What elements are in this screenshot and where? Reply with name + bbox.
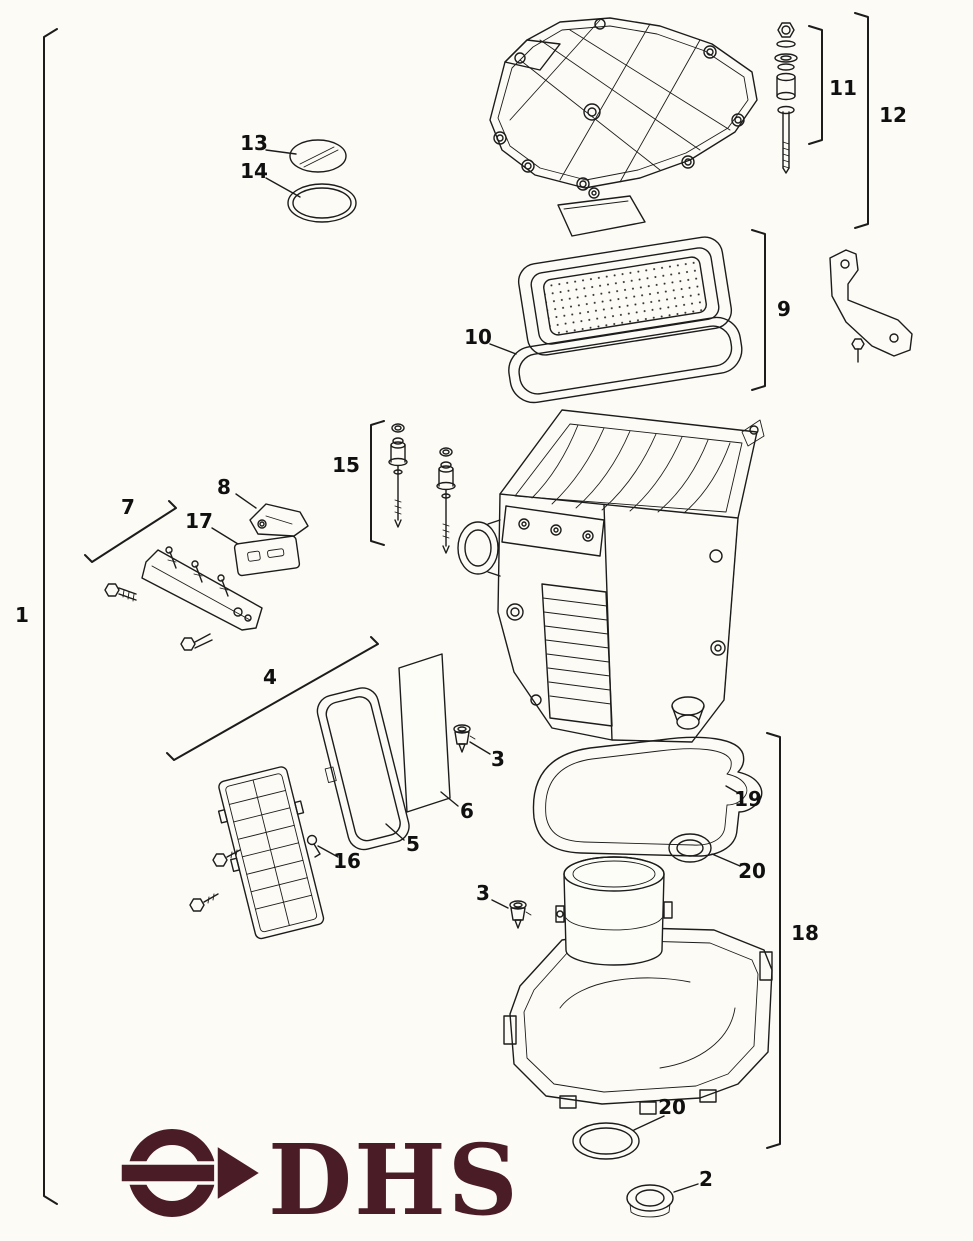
- callout-9: 9: [777, 297, 791, 321]
- callout-3a: 3: [491, 747, 505, 771]
- callout-18: 18: [791, 921, 819, 945]
- part-valve-3b: [509, 900, 532, 929]
- callout-4: 4: [263, 665, 277, 689]
- callout-8: 8: [217, 475, 231, 499]
- callout-19: 19: [734, 787, 762, 811]
- leader-lines: [211, 149, 741, 1193]
- bracket-7: [84, 500, 177, 563]
- callout-20b: 20: [658, 1095, 686, 1119]
- bracket-4: [166, 636, 379, 761]
- callout-6: 6: [460, 799, 474, 823]
- callout-2: 2: [699, 1167, 713, 1191]
- part-seal-20a: [668, 833, 712, 863]
- callout-11: 11: [829, 76, 857, 100]
- part-breather-valve-b: [436, 447, 456, 554]
- callout-1: 1: [15, 603, 29, 627]
- part-grid-panel: [217, 766, 325, 940]
- logo-wordmark: DHS: [268, 1123, 520, 1237]
- bracket-15: [370, 420, 385, 546]
- bracket-18: [766, 732, 781, 1149]
- part-seal-20b: [572, 1122, 640, 1160]
- part-fastener-stack: [774, 22, 798, 174]
- callout-15: 15: [332, 453, 360, 477]
- part-filter-element: [517, 236, 733, 356]
- logo-arrow-head: [214, 1140, 266, 1206]
- callout-3b: 3: [476, 881, 490, 905]
- part-choke-bracket: [104, 546, 263, 651]
- callout-17: 17: [185, 509, 213, 533]
- part-cover-plate: [557, 187, 646, 237]
- part-gasket-frame-5: [316, 687, 410, 851]
- callout-16: 16: [333, 849, 361, 873]
- callout-5: 5: [406, 832, 420, 856]
- part-plate-17: [233, 535, 301, 577]
- part-panel-screws: [189, 849, 241, 912]
- part-air-cleaner-cover: [489, 17, 758, 191]
- bracket-12: [854, 12, 869, 229]
- logo-arrow-body: [118, 1161, 218, 1185]
- part-cap-13: [289, 139, 347, 173]
- part-intake-tube: [555, 856, 673, 966]
- callout-12: 12: [879, 103, 907, 127]
- part-clip-16: [306, 834, 321, 858]
- callout-7: 7: [121, 495, 135, 519]
- bracket-1: [43, 28, 58, 1205]
- part-breather-valve-a: [388, 423, 408, 528]
- part-lever-8: [249, 503, 309, 537]
- part-cover-seal: [508, 316, 743, 404]
- part-grommet-2: [626, 1184, 674, 1218]
- part-mounting-bracket: [829, 249, 913, 363]
- callout-13: 13: [240, 131, 268, 155]
- part-filter-film-6: [398, 653, 451, 813]
- callout-20a: 20: [738, 859, 766, 883]
- callout-14: 14: [240, 159, 268, 183]
- part-valve-3a: [453, 724, 476, 753]
- part-oring-14: [287, 183, 357, 223]
- bracket-11: [808, 25, 823, 145]
- callout-10: 10: [464, 325, 492, 349]
- part-airbox-housing: [457, 409, 765, 743]
- part-housing-gasket-19: [532, 736, 763, 857]
- bracket-9: [751, 229, 766, 391]
- dhs-logo: DHS: [118, 1123, 520, 1237]
